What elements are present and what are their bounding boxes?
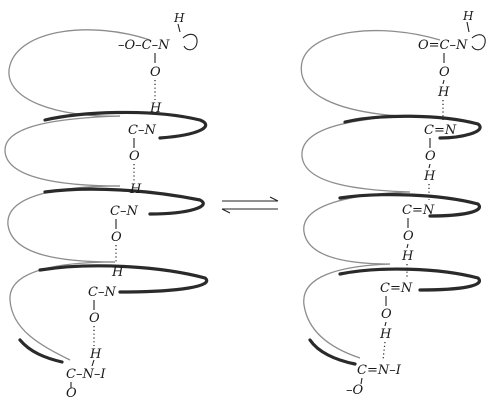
left-r1-h: H xyxy=(149,101,162,116)
left-coil-front-3 xyxy=(38,264,209,294)
left-coil-turn-1 xyxy=(8,29,151,117)
right-r4-o: –O xyxy=(346,383,364,398)
right-r4-cni: C=N–I xyxy=(357,363,402,378)
right-coil-turn-2 xyxy=(301,115,411,193)
right-r3-o: O xyxy=(381,307,392,322)
left-r2-o: O xyxy=(111,230,122,245)
right-top-ocn: O=C–N xyxy=(418,38,468,53)
left-coil-turn-2 xyxy=(4,115,121,187)
left-coil-turn-3 xyxy=(7,185,121,263)
left-r3-h: H xyxy=(111,265,124,280)
left-top-h: H xyxy=(173,11,185,25)
left-top-loop xyxy=(182,33,198,51)
left-coil-front-2 xyxy=(43,187,205,216)
right-coil-turn-3 xyxy=(303,191,411,265)
right-top-loop xyxy=(471,34,486,51)
left-coil-turn-4 xyxy=(9,261,116,361)
right-r1-cn: C=N xyxy=(424,123,457,138)
left-r4-cni: C–N–I xyxy=(66,367,106,382)
right-r2-o: O xyxy=(403,229,414,244)
left-r3-o: O xyxy=(89,311,100,326)
right-coil-front-3 xyxy=(338,267,482,292)
equilibrium-arrows xyxy=(221,196,279,214)
right-r2-cn: C=N xyxy=(402,203,435,218)
left-coil-front-1 xyxy=(43,110,208,140)
right-top-oh-h: H xyxy=(437,85,450,100)
left-top-ocn: –O–C–N xyxy=(118,38,170,53)
left-coil-front-4 xyxy=(18,338,64,364)
left-r2-h: H xyxy=(129,182,142,197)
right-r3-h: H xyxy=(379,327,392,342)
left-r4-o: O xyxy=(66,386,77,398)
right-coil-turn-1 xyxy=(300,30,441,117)
left-r3-cn: C–N xyxy=(88,285,116,300)
right-coil-front-4 xyxy=(308,338,357,366)
right-coil-front-2 xyxy=(338,193,482,218)
right-helix: H O=C–N O H C=N O H C=N O H C=N O H C=N–… xyxy=(300,9,486,398)
right-r1-o: O xyxy=(425,149,436,164)
left-top-o: O xyxy=(150,65,161,80)
right-r2-h: H xyxy=(401,249,414,264)
right-r3-cn: C=N xyxy=(380,281,413,296)
right-coil-turn-4 xyxy=(303,263,391,359)
left-r2-cn: C–N xyxy=(110,204,138,219)
right-coil-front-1 xyxy=(343,114,482,140)
left-helix: H –O–C–N O H C–N O H C–N O H C–N O H C–N… xyxy=(4,11,209,398)
left-r4-h: H xyxy=(89,347,102,362)
right-top-h: H xyxy=(462,9,474,23)
right-top-o: O xyxy=(439,65,450,80)
left-r1-o: O xyxy=(129,149,140,164)
left-r1-cn: C–N xyxy=(128,123,156,138)
right-r1-h: H xyxy=(423,169,436,184)
